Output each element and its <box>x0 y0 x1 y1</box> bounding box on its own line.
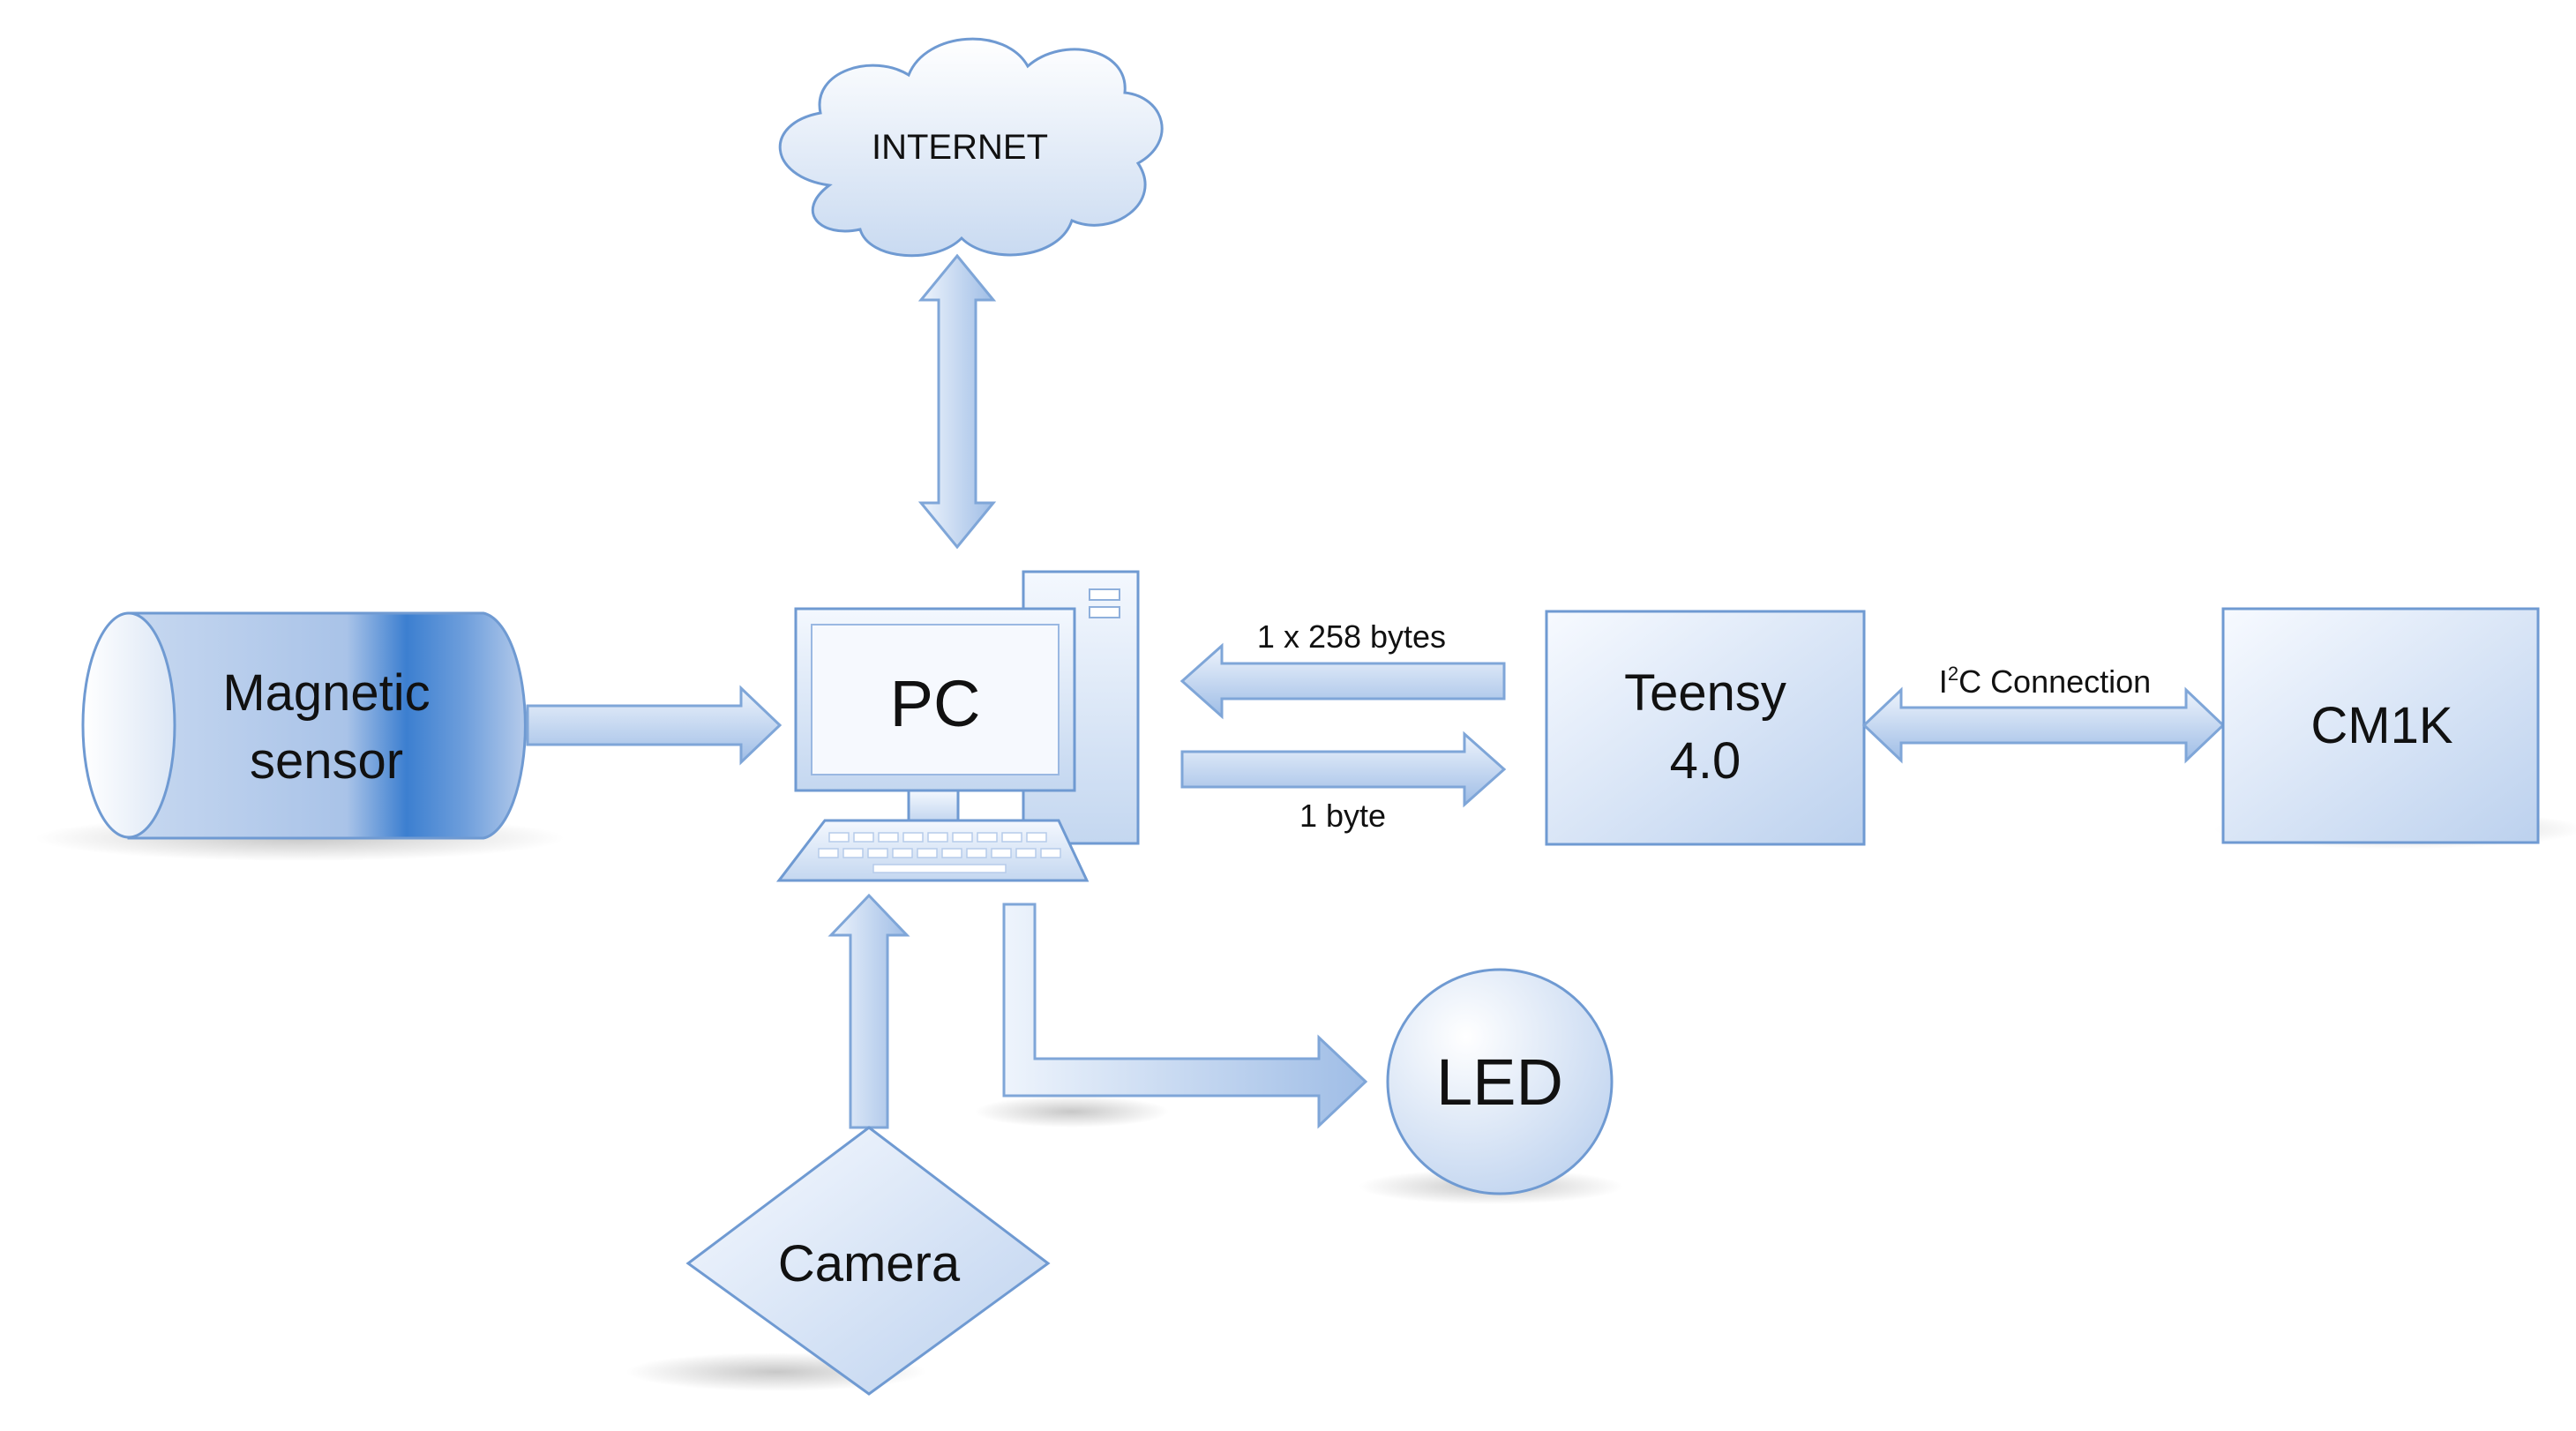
arrow-pc-internet <box>917 253 997 550</box>
teensy-board: Teensy 4.0 <box>1545 610 1866 846</box>
teensy-label-line1: Teensy <box>1624 664 1786 722</box>
i2c-label: I2C Connection <box>1939 663 2151 700</box>
i2c-label-prefix: I <box>1939 663 1948 700</box>
camera-label: Camera <box>778 1235 961 1292</box>
pc-to-teensy-label: 1 byte <box>1299 798 1386 834</box>
magnetic-sensor-label-line2: sensor <box>250 732 403 790</box>
cm1k-label: CM1K <box>2310 697 2452 754</box>
pc-computer: PC <box>775 570 1140 882</box>
magnetic-sensor-label-line1: Magnetic <box>222 664 430 722</box>
internet-cloud: INTERNET <box>778 37 1164 258</box>
led-label: LED <box>1436 1045 1563 1119</box>
arrow-teensy-to-pc: 1 x 258 bytes <box>1179 618 1506 720</box>
teensy-label-line2: 4.0 <box>1670 732 1741 790</box>
shadows <box>35 810 2576 1391</box>
pc-label: PC <box>890 667 981 740</box>
i2c-label-suffix: C Connection <box>1958 663 2151 700</box>
teensy-to-pc-label: 1 x 258 bytes <box>1257 618 1446 655</box>
led-node: LED <box>1386 968 1614 1195</box>
arrow-sensor-to-pc <box>526 685 783 766</box>
internet-label: INTERNET <box>872 128 1048 167</box>
arrow-pc-to-teensy: 1 byte <box>1180 730 1507 834</box>
arrow-i2c-connection: I2C Connection <box>1861 663 2226 764</box>
arrow-pc-to-led <box>1002 903 1368 1129</box>
cm1k-chip: CM1K <box>2221 607 2540 844</box>
magnetic-sensor-cylinder: Magnetic sensor <box>81 611 527 840</box>
i2c-label-superscript: 2 <box>1948 663 1958 685</box>
camera-node: Camera <box>685 1126 1051 1396</box>
arrow-camera-to-pc <box>827 893 910 1129</box>
